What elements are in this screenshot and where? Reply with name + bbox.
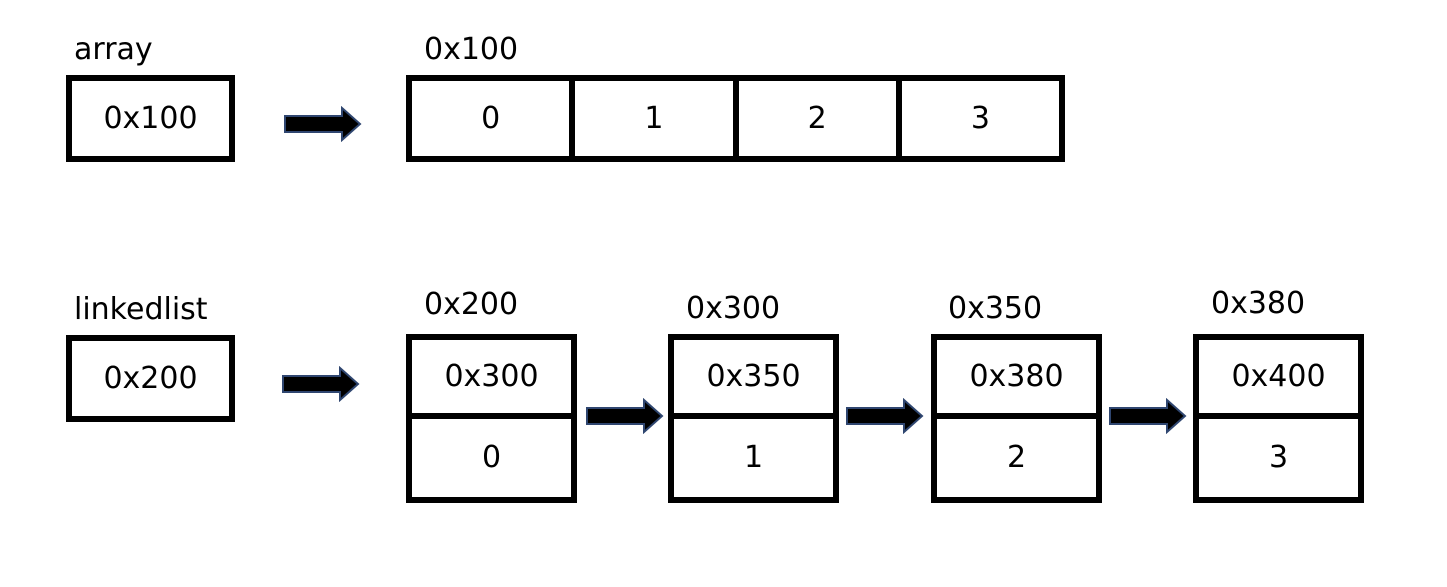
right-arrow-icon: [846, 398, 924, 434]
node-address: 0x200: [424, 287, 519, 322]
array-title: array: [74, 32, 153, 67]
linkedlist-node: 0x300 0: [406, 334, 577, 503]
right-arrow-icon: [282, 366, 360, 402]
node-next-pointer: 0x350: [674, 340, 833, 419]
array-block-address: 0x100: [424, 32, 519, 67]
array-element: 2: [739, 81, 902, 156]
linkedlist-pointer-value: 0x200: [103, 361, 198, 396]
node-value: 1: [743, 440, 764, 476]
node-address: 0x380: [1211, 286, 1306, 321]
node-value: 0: [481, 440, 502, 476]
right-arrow-icon: [586, 398, 664, 434]
node-address: 0x300: [686, 291, 781, 326]
node-value: 3: [1268, 440, 1289, 476]
linkedlist-node: 0x400 3: [1193, 334, 1364, 503]
linkedlist-title: linkedlist: [74, 292, 208, 327]
right-arrow-icon: [284, 106, 362, 142]
node-next-pointer: 0x300: [412, 340, 571, 419]
linkedlist-node: 0x350 1: [668, 334, 839, 503]
array-element: 0: [412, 81, 576, 156]
node-value: 2: [1006, 440, 1027, 476]
node-next-pointer: 0x380: [937, 340, 1096, 419]
array-element: 1: [575, 81, 739, 156]
node-next-pointer: 0x400: [1199, 340, 1358, 419]
node-address: 0x350: [948, 291, 1043, 326]
linkedlist-node: 0x380 2: [931, 334, 1102, 503]
array-block: 0 1 2 3: [406, 75, 1065, 162]
array-pointer-value: 0x100: [103, 101, 198, 136]
right-arrow-icon: [1109, 398, 1187, 434]
linkedlist-pointer-box: 0x200: [66, 335, 235, 422]
array-pointer-box: 0x100: [66, 75, 235, 162]
array-element: 3: [970, 101, 990, 136]
